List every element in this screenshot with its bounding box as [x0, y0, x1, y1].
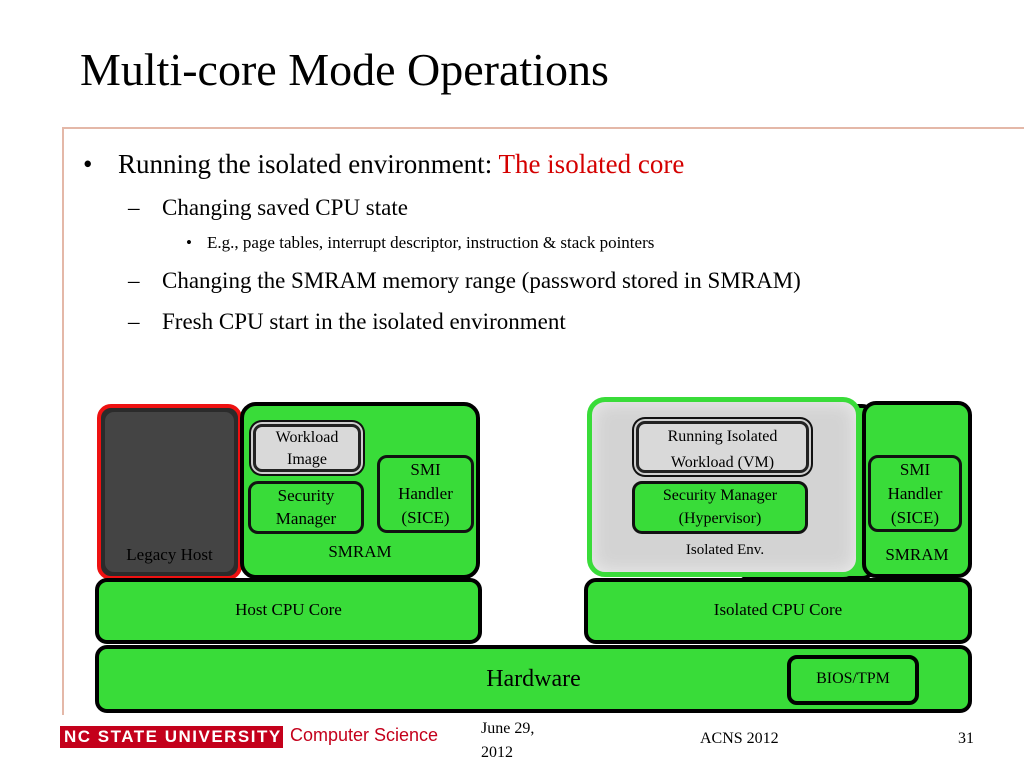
security-manager-line2: Manager — [275, 509, 337, 528]
smi-handler-box: SMI Handler (SICE) — [377, 455, 474, 533]
bullet-level2-b: –Changing the SMRAM memory range (passwo… — [128, 266, 801, 296]
footer-page-number: 31 — [958, 730, 974, 747]
isolated-cpu-core-label: Isolated CPU Core — [713, 600, 843, 619]
host-cpu-core-box — [95, 578, 482, 644]
university-logo-bar: NC STATE UNIVERSITY — [60, 726, 283, 748]
smi-handler-line3: (SICE) — [401, 508, 450, 527]
running-workload-box: Running Isolated Workload (VM) — [636, 421, 809, 473]
dash-marker: – — [128, 268, 140, 293]
bios-tpm-box — [787, 655, 919, 705]
footer-date-line1: June 29, — [481, 720, 535, 737]
isolated-env-label: Isolated Env. — [685, 542, 765, 558]
slide-title: Multi-core Mode Operations — [80, 44, 609, 95]
bullet-text: Changing the SMRAM memory range (passwor… — [162, 268, 801, 293]
host-cpu-core-label: Host CPU Core — [235, 600, 342, 619]
running-workload-line1: Running Isolated — [667, 428, 778, 445]
legacy-host-box — [97, 404, 242, 580]
bullet-highlight: The isolated core — [498, 149, 685, 179]
smi-handler-line2: Handler — [398, 484, 453, 503]
isolated-smi-handler-box: SMI Handler (SICE) — [868, 455, 962, 532]
isolated-smram-label: SMRAM — [885, 545, 949, 564]
hardware-label: Hardware — [486, 666, 581, 692]
department-name: Computer Science — [290, 725, 439, 745]
bullet-level3: • E.g., page tables, interrupt descriptor… — [186, 231, 654, 255]
dash-marker: – — [128, 309, 140, 334]
workload-image-line2: Image — [287, 451, 327, 468]
isolated-smi-line1: SMI — [899, 460, 931, 479]
bullet-marker: • — [186, 233, 192, 252]
bullet-level2-a: –Changing saved CPU state — [128, 193, 408, 223]
hypervisor-box: Security Manager (Hypervisor) — [632, 481, 808, 534]
hypervisor-line1: Security Manager — [662, 487, 778, 504]
host-smram-label: SMRAM — [328, 542, 392, 561]
left-divider — [62, 127, 64, 715]
bullet-marker: • — [83, 149, 93, 179]
legacy-host-label: Legacy Host — [126, 545, 213, 564]
bios-tpm-label: BIOS/TPM — [816, 670, 890, 687]
smi-handler-line1: SMI — [410, 460, 441, 479]
workload-image-line1: Workload — [275, 429, 339, 446]
workload-image-box: Workload Image — [253, 424, 361, 472]
title-divider — [62, 127, 1024, 129]
footer-date: June 29, 2012 — [481, 717, 534, 765]
security-manager-line1: Security — [277, 486, 335, 505]
isolated-smi-line2: Handler — [887, 484, 943, 503]
footer-conference: ACNS 2012 — [700, 730, 779, 747]
hypervisor-line2: (Hypervisor) — [678, 510, 762, 527]
dash-marker: – — [128, 195, 140, 220]
university-logo-text: NC STATE UNIVERSITY — [64, 727, 282, 746]
bullet-text: Fresh CPU start in the isolated environm… — [162, 309, 566, 334]
security-manager-box: Security Manager — [248, 481, 364, 534]
footer-date-line2: 2012 — [481, 744, 513, 761]
bullet-text: E.g., page tables, interrupt descriptor,… — [207, 233, 655, 252]
bullet-level2-c: –Fresh CPU start in the isolated environ… — [128, 307, 566, 337]
isolated-cpu-core-box — [584, 578, 972, 644]
bullet-text: Changing saved CPU state — [162, 195, 408, 220]
running-workload-line2: Workload (VM) — [670, 454, 775, 471]
isolated-smi-line3: (SICE) — [890, 508, 940, 527]
bullet-level1: • Running the isolated environment: The i… — [83, 146, 684, 182]
bullet-text: Running the isolated environment: — [118, 149, 499, 179]
